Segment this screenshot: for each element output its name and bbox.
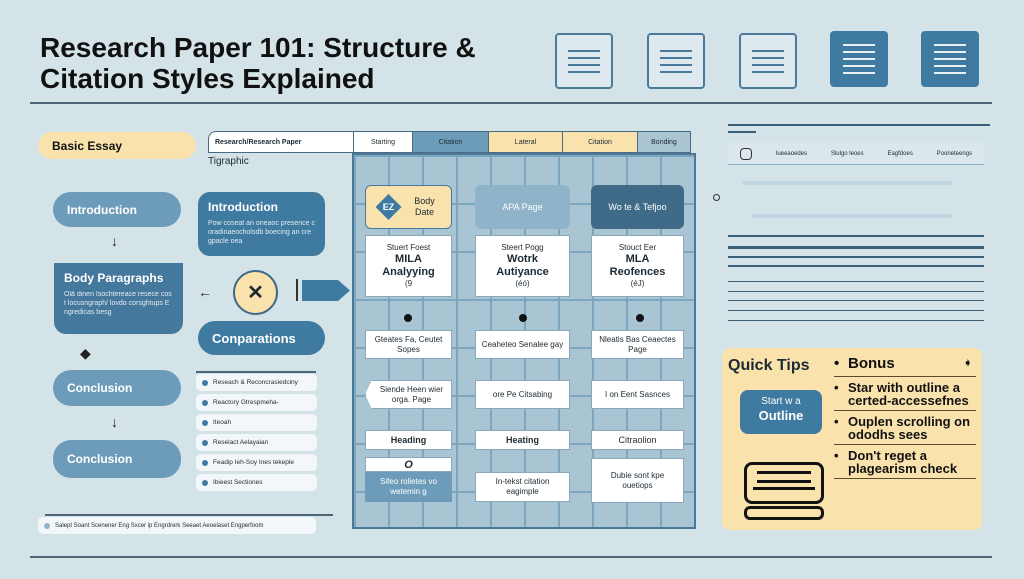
divider bbox=[728, 265, 984, 267]
grid-cell: Dubie sont kpe ouetiops bbox=[591, 458, 684, 503]
grid-cell: Heating bbox=[475, 430, 570, 450]
list-item: Reselact Aelayaian bbox=[196, 434, 317, 451]
grid-cell: ore Pe Citsabing bbox=[475, 380, 570, 409]
quick-tips-title: Quick Tips bbox=[728, 357, 810, 374]
tab-citation-2[interactable]: Citation bbox=[562, 131, 638, 153]
close-icon: ✕ bbox=[233, 270, 278, 315]
tab-citation[interactable]: Citation bbox=[412, 131, 489, 153]
list-item: Reseach & Reconcrasiedciny bbox=[196, 374, 317, 391]
arrow-down-icon: ◆ bbox=[80, 345, 91, 361]
dot-marker bbox=[519, 314, 527, 322]
divider bbox=[728, 246, 984, 249]
list-item: Reactory Gtrespmeha- bbox=[196, 394, 317, 411]
basic-essay-label: Basic Essay bbox=[38, 132, 196, 159]
tab-item[interactable]: Slulgo leoes bbox=[830, 150, 864, 157]
arrow-right-icon bbox=[302, 280, 350, 301]
arrow-down-icon: ↓ bbox=[111, 414, 118, 430]
footer-note: Salept Soant Scenener Eng Sxcer ip Engrd… bbox=[38, 517, 316, 534]
subtitle: Tigraphic bbox=[208, 156, 249, 167]
divider bbox=[728, 235, 984, 237]
tab-item[interactable]: Pooneteengs bbox=[936, 150, 973, 157]
divider bbox=[45, 514, 333, 516]
divider bbox=[296, 279, 298, 301]
tips-list: •Bonus➧ •Star with outline a certed-acce… bbox=[834, 356, 976, 479]
grid-cell: Ceaheteo Senalee gay bbox=[475, 330, 570, 359]
divider bbox=[728, 256, 984, 258]
arrow-left-icon: ← bbox=[198, 284, 212, 300]
flow-introduction: Introduction bbox=[53, 192, 181, 227]
dot-marker bbox=[636, 314, 644, 322]
document-icon bbox=[830, 31, 888, 87]
grid-cell: I on Eent Sasnces bbox=[591, 380, 684, 409]
comparations-label: Conparations bbox=[198, 321, 325, 355]
tip-item: •Bonus➧ bbox=[834, 356, 976, 377]
divider bbox=[196, 371, 316, 373]
document-icon bbox=[555, 33, 613, 89]
arrow-down-icon: ↓ bbox=[111, 233, 118, 249]
tab-bonding[interactable]: Bonding bbox=[637, 131, 691, 153]
divider bbox=[30, 102, 992, 104]
grid-cell: Heading bbox=[365, 430, 452, 450]
divider bbox=[728, 310, 984, 311]
divider bbox=[728, 300, 984, 301]
grid-cell: Nleatis Bas Ceaectes Page bbox=[591, 330, 684, 359]
divider bbox=[30, 556, 992, 558]
grid-cell: Siende Heen wier orga. Page bbox=[365, 380, 452, 409]
tip-item: •Ouplen scrolling on ododhs sees bbox=[834, 415, 976, 445]
divider bbox=[728, 131, 756, 133]
column-header: Wo te & Tefjoo bbox=[591, 185, 684, 229]
grid-cell: Gteates Fa, Ceutet Sopes bbox=[365, 330, 452, 359]
timeline bbox=[752, 214, 952, 218]
document-icon bbox=[739, 147, 752, 160]
tab-strip: Iueeaoedes Slulgo leoes Eagfdoes Pooneteeng… bbox=[728, 143, 984, 165]
tab-lateral[interactable]: Lateral bbox=[488, 131, 563, 153]
divider bbox=[728, 320, 984, 321]
tip-item: •Don't reget a plagearism check bbox=[834, 449, 976, 479]
tab-item[interactable]: Eagfdoes bbox=[887, 150, 913, 157]
column-header: APA Page bbox=[475, 185, 570, 229]
divider bbox=[728, 124, 990, 126]
tab-starting[interactable]: Starting bbox=[353, 131, 413, 153]
badge: EZ bbox=[375, 194, 402, 220]
column-title: Body Date bbox=[414, 196, 435, 217]
page-title: Research Paper 101: Structure &Citation … bbox=[40, 32, 476, 94]
arrow-right-icon: ➧ bbox=[963, 358, 972, 369]
flow-conclusion: Conclusion bbox=[53, 440, 181, 478]
document-icon bbox=[921, 31, 979, 87]
document-icon bbox=[739, 33, 797, 89]
grid-cell: O bbox=[365, 457, 452, 472]
dot-marker bbox=[404, 314, 412, 322]
tab-item[interactable]: Iueeaoedes bbox=[775, 150, 808, 157]
list-item: Ibieest Sectiones bbox=[196, 474, 317, 491]
circle-icon bbox=[713, 194, 720, 201]
tab-research-paper[interactable]: Research/Research Paper bbox=[208, 131, 354, 153]
tip-item: •Star with outline a certed-accessefnes bbox=[834, 381, 976, 411]
list-item: Iteoah bbox=[196, 414, 317, 431]
document-icon bbox=[647, 33, 705, 89]
grid-cell: In-tekst citation eagimple bbox=[475, 472, 570, 502]
flow-conclusion: Conclusion bbox=[53, 370, 181, 406]
grid-cell: Sifeo rolietes vo wetemin g bbox=[365, 472, 452, 502]
grid-cell: Citraolion bbox=[591, 430, 684, 450]
column-header: EZ Body Date bbox=[365, 185, 452, 229]
list-item: Feadip Ieh-Soy Ines tekeple bbox=[196, 454, 317, 471]
stack-icon bbox=[744, 462, 824, 504]
timeline bbox=[742, 181, 952, 185]
divider bbox=[728, 291, 984, 292]
divider bbox=[728, 281, 984, 282]
stack-icon bbox=[744, 506, 824, 520]
